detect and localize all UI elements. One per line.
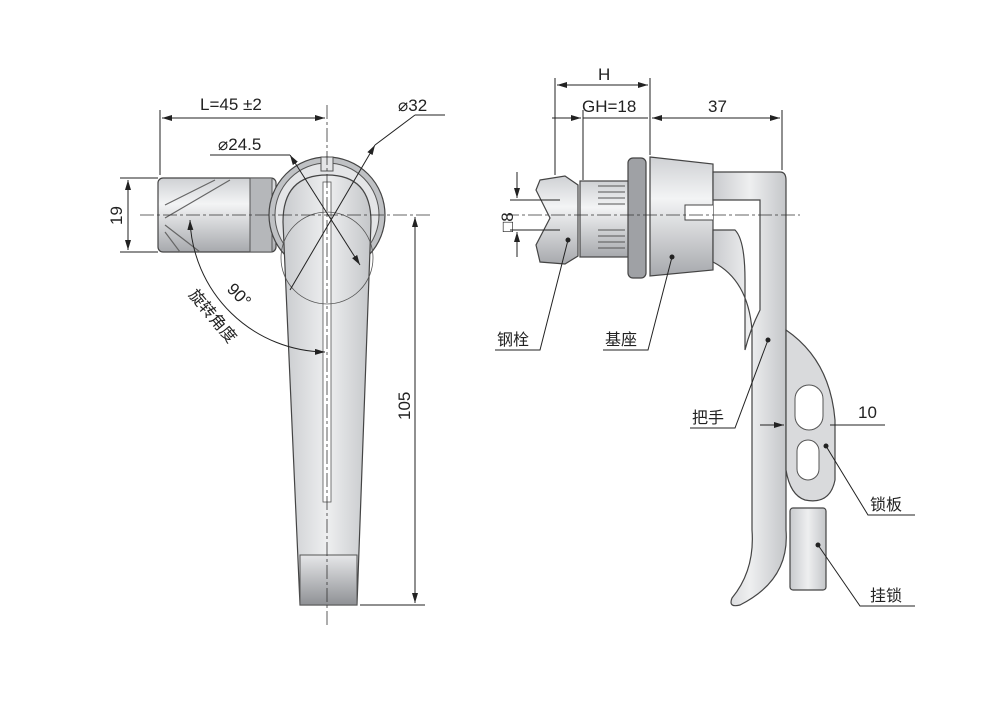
handle-side <box>712 171 787 607</box>
callout-base: 基座 <box>605 330 637 349</box>
square-dim: □8 <box>498 212 517 232</box>
callout-bolt: 钢栓 <box>497 330 529 349</box>
base <box>649 156 714 277</box>
h-dim: H <box>598 65 610 84</box>
side-view: H GH=18 37 □8 10 钢栓 基座 把手 锁板 挂锁 <box>495 65 915 607</box>
padlock <box>789 507 827 591</box>
length-dim: L=45 ±2 <box>200 95 262 114</box>
arm-dim: 37 <box>708 97 727 116</box>
rotation-angle: 90° <box>223 279 255 311</box>
nut <box>627 157 647 279</box>
outer-diameter: ⌀32 <box>398 96 427 115</box>
offset-dim: 10 <box>858 403 877 422</box>
gh-dim: GH=18 <box>582 97 636 116</box>
inner-diameter: ⌀24.5 <box>218 135 261 154</box>
callout-handle: 把手 <box>692 408 724 427</box>
front-view: L=45 ±2 19 ⌀32 ⌀24.5 90° 旋转角度 105 <box>107 95 445 625</box>
callout-lock-plate: 锁板 <box>870 495 902 514</box>
height-dim: 19 <box>107 206 126 225</box>
threaded-stem <box>579 180 631 258</box>
steel-bolt <box>535 175 579 265</box>
callout-padlock: 挂锁 <box>870 586 902 605</box>
handle-length-dim: 105 <box>395 392 414 420</box>
